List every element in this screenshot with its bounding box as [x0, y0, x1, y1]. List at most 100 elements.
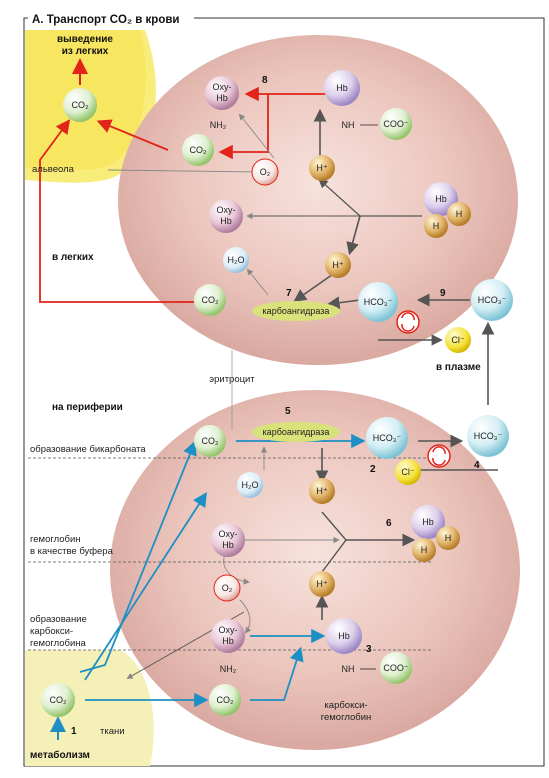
step-number: 9 — [440, 288, 446, 299]
hplus-molecule: H⁺ — [309, 571, 335, 597]
svg-text:карбоангидраза: карбоангидраза — [263, 427, 330, 437]
svg-text:H⁺: H⁺ — [332, 260, 343, 270]
hco3-molecule: HCO₃⁻ — [358, 282, 398, 322]
svg-text:Hb: Hb — [338, 631, 350, 641]
svg-text:COO⁻: COO⁻ — [383, 119, 409, 129]
svg-text:Hb: Hb — [422, 517, 434, 527]
erythrocyte-label: эритроцит — [209, 374, 255, 385]
hco3-molecule: HCO₃⁻ — [467, 415, 509, 457]
svg-text:Cl⁻: Cl⁻ — [451, 335, 464, 345]
svg-text:Hb: Hb — [220, 216, 232, 226]
svg-text:CO₂: CO₂ — [72, 100, 90, 110]
section-label: гемоглобин — [30, 534, 81, 545]
hb-molecule: Hb NH COO⁻ — [324, 70, 412, 140]
section-label: карбокси- — [30, 626, 73, 637]
svg-text:O₂: O₂ — [260, 167, 271, 177]
svg-text:Hb: Hb — [435, 194, 447, 204]
svg-text:HCO₃⁻: HCO₃⁻ — [474, 431, 503, 441]
in-plasma-label: в плазме — [436, 362, 481, 373]
carboxyhb-label: гемоглобин — [321, 712, 372, 723]
step-number: 1 — [71, 726, 77, 737]
h2o-molecule: H₂O — [237, 472, 263, 498]
svg-text:H: H — [433, 221, 440, 231]
erythrocyte-lungs — [118, 35, 518, 365]
svg-text:H: H — [445, 533, 452, 543]
hplus-molecule: H⁺ — [309, 155, 335, 181]
oxyhb-molecule: Oxy- Hb NH₂ — [205, 76, 239, 130]
in-lungs-label: в легких — [52, 252, 94, 263]
enzyme-carbonic-anhydrase: карбоангидраза — [252, 301, 340, 321]
step-number: 8 — [262, 75, 268, 86]
figure-title: А. Транспорт CO₂ в крови — [32, 14, 179, 26]
co2-molecule: CO₂ — [182, 134, 214, 166]
exchanger-icon — [427, 444, 451, 468]
co2-molecule: CO₂ — [209, 684, 241, 716]
hb-h-complex: Hb H H — [424, 182, 471, 238]
tissues-label: ткани — [100, 726, 125, 737]
enzyme-carbonic-anhydrase: карбоангидраза — [252, 422, 340, 442]
svg-text:Oxy-: Oxy- — [217, 205, 236, 215]
svg-text:NH: NH — [342, 664, 355, 674]
svg-text:HCO₃⁻: HCO₃⁻ — [373, 433, 402, 443]
svg-text:Hb: Hb — [216, 93, 228, 103]
o2-molecule: O₂ — [251, 158, 279, 186]
h2o-molecule: H₂O — [223, 247, 249, 273]
co2-molecule: CO₂ — [41, 683, 75, 717]
svg-text:CO₂: CO₂ — [190, 145, 208, 155]
oxyhb-molecule: Oxy- Hb — [209, 199, 243, 233]
hplus-molecule: H⁺ — [309, 478, 335, 504]
svg-text:HCO₃⁻: HCO₃⁻ — [364, 297, 393, 307]
erythrocyte-periphery — [110, 390, 520, 750]
figure-frame — [23, 17, 545, 767]
section-label: гемоглобина — [30, 638, 87, 649]
svg-text:Hb: Hb — [222, 540, 234, 550]
svg-text:Hb: Hb — [336, 83, 348, 93]
svg-text:CO₂: CO₂ — [217, 695, 235, 705]
step-number: 7 — [286, 288, 292, 299]
hb-molecule: Hb NH COO⁻ — [326, 618, 412, 684]
svg-text:NH₂: NH₂ — [210, 120, 227, 130]
exhale-label: из легких — [62, 46, 109, 57]
step-number: 5 — [285, 406, 291, 417]
svg-text:NH: NH — [342, 120, 355, 130]
svg-text:CO₂: CO₂ — [50, 695, 68, 705]
oxyhb-molecule: Oxy- Hb NH₂ — [211, 619, 245, 674]
hco3-molecule: HCO₃⁻ — [471, 279, 513, 321]
exhale-label: выведение — [57, 34, 113, 45]
cl-ion: Cl⁻ — [395, 459, 421, 485]
co2-molecule: CO₂ — [194, 284, 226, 316]
step-number: 4 — [474, 460, 480, 471]
alveola-label: альвеола — [32, 164, 75, 175]
exchanger-icon — [396, 310, 420, 334]
co2-molecule: CO₂ — [63, 88, 97, 122]
hb-h-complex: Hb H H — [411, 505, 460, 562]
hco3-molecule: HCO₃⁻ — [366, 417, 408, 459]
svg-text:H: H — [456, 209, 463, 219]
svg-text:H⁺: H⁺ — [316, 486, 327, 496]
svg-text:H₂O: H₂O — [242, 480, 259, 490]
svg-text:O₂: O₂ — [222, 583, 233, 593]
carboxyhb-label: карбокси- — [324, 700, 367, 711]
svg-text:HCO₃⁻: HCO₃⁻ — [478, 295, 507, 305]
hplus-molecule: H⁺ — [325, 252, 351, 278]
periphery-label: на периферии — [52, 401, 123, 413]
section-label: образование бикарбоната — [30, 444, 146, 455]
svg-text:CO₂: CO₂ — [202, 295, 220, 305]
svg-text:COO⁻: COO⁻ — [383, 663, 409, 673]
svg-text:Oxy-: Oxy- — [219, 625, 238, 635]
step-number: 3 — [366, 644, 372, 655]
svg-text:H⁺: H⁺ — [316, 163, 327, 173]
svg-text:NH₂: NH₂ — [220, 664, 237, 674]
cl-ion: Cl⁻ — [445, 327, 471, 353]
svg-text:Oxy-: Oxy- — [213, 82, 232, 92]
svg-text:Hb: Hb — [222, 636, 234, 646]
step-number: 6 — [386, 518, 392, 529]
svg-text:Cl⁻: Cl⁻ — [401, 467, 414, 477]
svg-text:H₂O: H₂O — [228, 255, 245, 265]
section-label: образование — [30, 614, 87, 625]
oxyhb-molecule: Oxy- Hb — [211, 523, 245, 557]
metabolism-label: метаболизм — [30, 749, 90, 761]
svg-text:H⁺: H⁺ — [316, 579, 327, 589]
svg-text:карбоангидраза: карбоангидраза — [263, 306, 330, 316]
